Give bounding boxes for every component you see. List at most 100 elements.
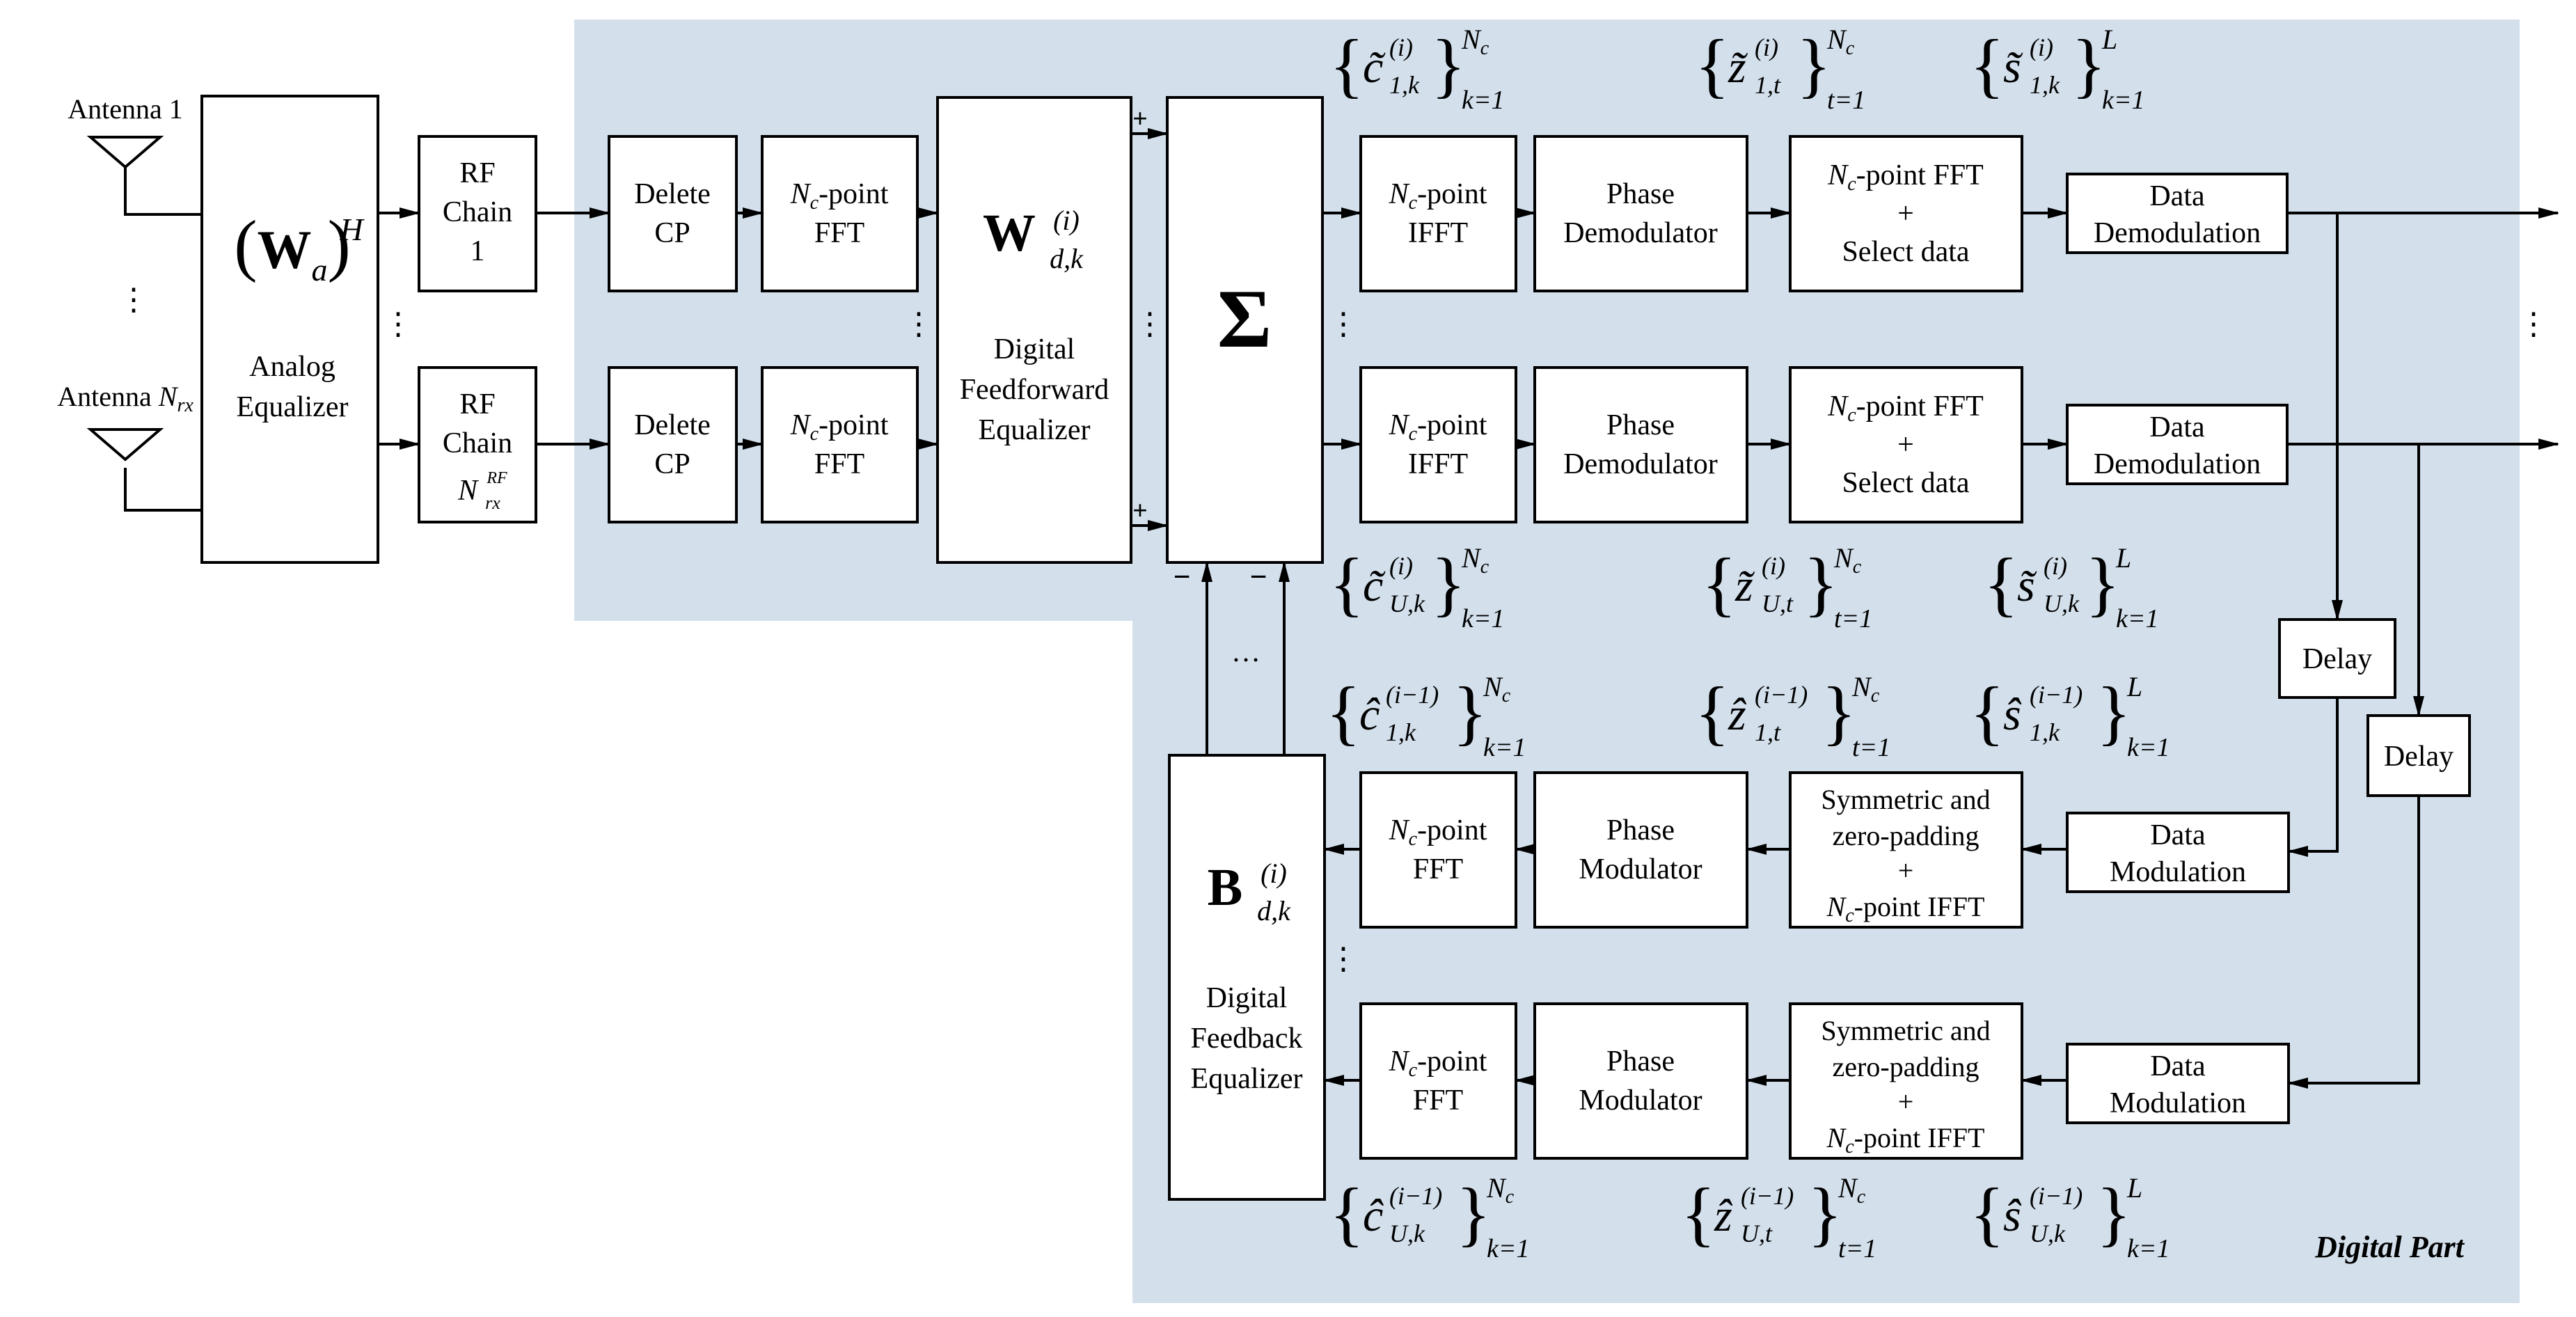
sum-minus-left: − <box>1173 560 1190 594</box>
svg-text:Phase: Phase <box>1606 409 1675 441</box>
fft-select-1-block: Nc-point FFT + Select data <box>1789 135 2023 292</box>
svg-text:Modulator: Modulator <box>1579 853 1702 885</box>
svg-text:Delete: Delete <box>634 409 711 441</box>
svg-text:CP: CP <box>654 217 690 249</box>
svg-text:Symmetric and: Symmetric and <box>1821 1015 1990 1046</box>
svg-text:Nc: Nc <box>1838 1172 1866 1208</box>
svg-text:Data: Data <box>2150 1050 2206 1082</box>
svg-text:1,k: 1,k <box>2030 718 2060 746</box>
data-modulation-1-block: Data Modulation <box>2066 812 2290 893</box>
sum-out-vdots: ⋮ <box>1328 307 1359 341</box>
svg-text:(i): (i) <box>1053 205 1080 236</box>
svg-text:ĉ: ĉ <box>1359 689 1380 740</box>
svg-text:(i): (i) <box>1762 552 1785 580</box>
svg-text:(i−1): (i−1) <box>2030 681 2083 709</box>
svg-text:(i−1): (i−1) <box>1755 681 1808 709</box>
sum-plus-top: + <box>1132 104 1148 134</box>
svg-text:k=1: k=1 <box>2102 86 2145 115</box>
svg-text:U,t: U,t <box>1762 590 1794 617</box>
svg-text:(i): (i) <box>2044 552 2067 580</box>
svg-text:t=1: t=1 <box>1838 1234 1876 1263</box>
phase-modulator-1-block: Phase Modulator <box>1533 771 1748 929</box>
svg-text:s̃: s̃ <box>2003 42 2023 93</box>
svg-text:Analog: Analog <box>249 351 335 383</box>
svg-text:1: 1 <box>471 235 485 267</box>
svg-text:k=1: k=1 <box>1487 1234 1530 1263</box>
ifft-2-block: Nc-point IFFT <box>1359 366 1517 523</box>
svg-text:rx: rx <box>485 493 500 513</box>
svg-text:+: + <box>1897 198 1914 230</box>
symmetric-ifft-2-block: Symmetric and zero-padding + Nc-point IF… <box>1789 1002 2023 1160</box>
svg-text:Demodulator: Demodulator <box>1563 217 1718 249</box>
svg-text:s̃: s̃ <box>2017 560 2037 611</box>
svg-text:Nc: Nc <box>1483 671 1511 707</box>
fb-fft-1-block: Nc-point FFT <box>1359 771 1517 929</box>
svg-text:k=1: k=1 <box>2127 1234 2170 1263</box>
svg-text:k=1: k=1 <box>2116 604 2159 633</box>
svg-text:}: } <box>1803 544 1838 624</box>
svg-text:CP: CP <box>654 448 690 480</box>
svg-text:zero-padding: zero-padding <box>1832 1051 1979 1082</box>
svg-text:U,k: U,k <box>2030 1220 2066 1247</box>
svg-text:ẑ: ẑ <box>1728 689 1747 740</box>
svg-text:(i−1): (i−1) <box>1386 681 1439 709</box>
svg-text:c̃: c̃ <box>1363 42 1386 93</box>
svg-text:Nc: Nc <box>1486 1172 1515 1208</box>
svg-text:U,t: U,t <box>1741 1220 1773 1247</box>
svg-text:ẑ: ẑ <box>1714 1190 1733 1241</box>
svg-text:Equalizer: Equalizer <box>1191 1063 1303 1095</box>
svg-text:N: N <box>457 475 479 507</box>
fft-vdots: ⋮ <box>903 307 934 341</box>
set-s-tilde-1: {s̃(i)1,k}Lk=1 <box>1970 24 2145 115</box>
set-z-hat-U: {ẑ(i−1)U,t}Nct=1 <box>1681 1172 1876 1263</box>
set-z-tilde-U: {z̃(i)U,t}Nct=1 <box>1702 542 1872 633</box>
antenna-1-icon <box>86 136 164 169</box>
feedback-hdots: … <box>1231 636 1261 668</box>
svg-text:Data: Data <box>2149 411 2205 443</box>
set-c-tilde-U: {c̃(i)U,k}Nck=1 <box>1329 542 1505 633</box>
svg-text:+: + <box>1898 855 1914 886</box>
svg-text:Delay: Delay <box>2302 643 2372 675</box>
rf-chain-nrx-block: RF Chain N rx RF <box>418 366 537 523</box>
svg-text:B: B <box>1208 858 1243 917</box>
svg-text:ŝ: ŝ <box>2003 689 2022 740</box>
svg-text:H: H <box>339 212 365 247</box>
antenna-vdots: ⋮ <box>118 283 149 317</box>
delay-2-block: Delay <box>2366 714 2471 797</box>
svg-text:d,k: d,k <box>1050 243 1084 274</box>
data-modulation-2-block: Data Modulation <box>2066 1043 2290 1124</box>
svg-text:(i): (i) <box>1389 552 1413 580</box>
svg-text:Nc: Nc <box>1851 671 1880 707</box>
fb-fft-2-block: Nc-point FFT <box>1359 1002 1517 1160</box>
svg-text:Demodulation: Demodulation <box>2094 217 2261 249</box>
svg-text:(Wa): (Wa) <box>234 206 351 287</box>
svg-text:RF: RF <box>459 157 495 189</box>
antenna-1-label: Antenna 1 <box>68 93 183 125</box>
svg-text:Symmetric and: Symmetric and <box>1821 784 1990 815</box>
analog-equalizer-block: (Wa) H Analog Equalizer <box>200 95 379 564</box>
svg-text:{: { <box>1970 672 2005 752</box>
svg-text:Feedforward: Feedforward <box>960 374 1109 406</box>
svg-text:Phase: Phase <box>1606 814 1675 846</box>
set-z-tilde-1: {z̃(i)1,t}Nct=1 <box>1695 24 1865 115</box>
svg-text:Demodulation: Demodulation <box>2094 448 2261 480</box>
svg-text:}: } <box>1453 672 1487 752</box>
svg-text:IFFT: IFFT <box>1408 217 1468 249</box>
antenna-nrx-icon <box>86 428 164 462</box>
svg-text:Nc: Nc <box>1461 542 1490 578</box>
svg-text:{: { <box>1326 672 1361 752</box>
svg-text:{: { <box>1970 1174 2005 1254</box>
svg-text:(i): (i) <box>1389 33 1413 61</box>
antenna1-feed <box>124 160 202 216</box>
svg-text:Equalizer: Equalizer <box>237 391 349 423</box>
svg-text:Delay: Delay <box>2384 741 2453 773</box>
svg-text:Modulation: Modulation <box>2110 856 2246 888</box>
svg-text:c̃: c̃ <box>1363 560 1386 611</box>
svg-text:{: { <box>1695 672 1730 752</box>
svg-text:L: L <box>2101 24 2117 55</box>
svg-text:{: { <box>1329 1174 1364 1254</box>
svg-text:zero-padding: zero-padding <box>1832 820 1979 851</box>
svg-text:U,k: U,k <box>1389 590 1425 617</box>
svg-text:Nc: Nc <box>1833 542 1862 578</box>
